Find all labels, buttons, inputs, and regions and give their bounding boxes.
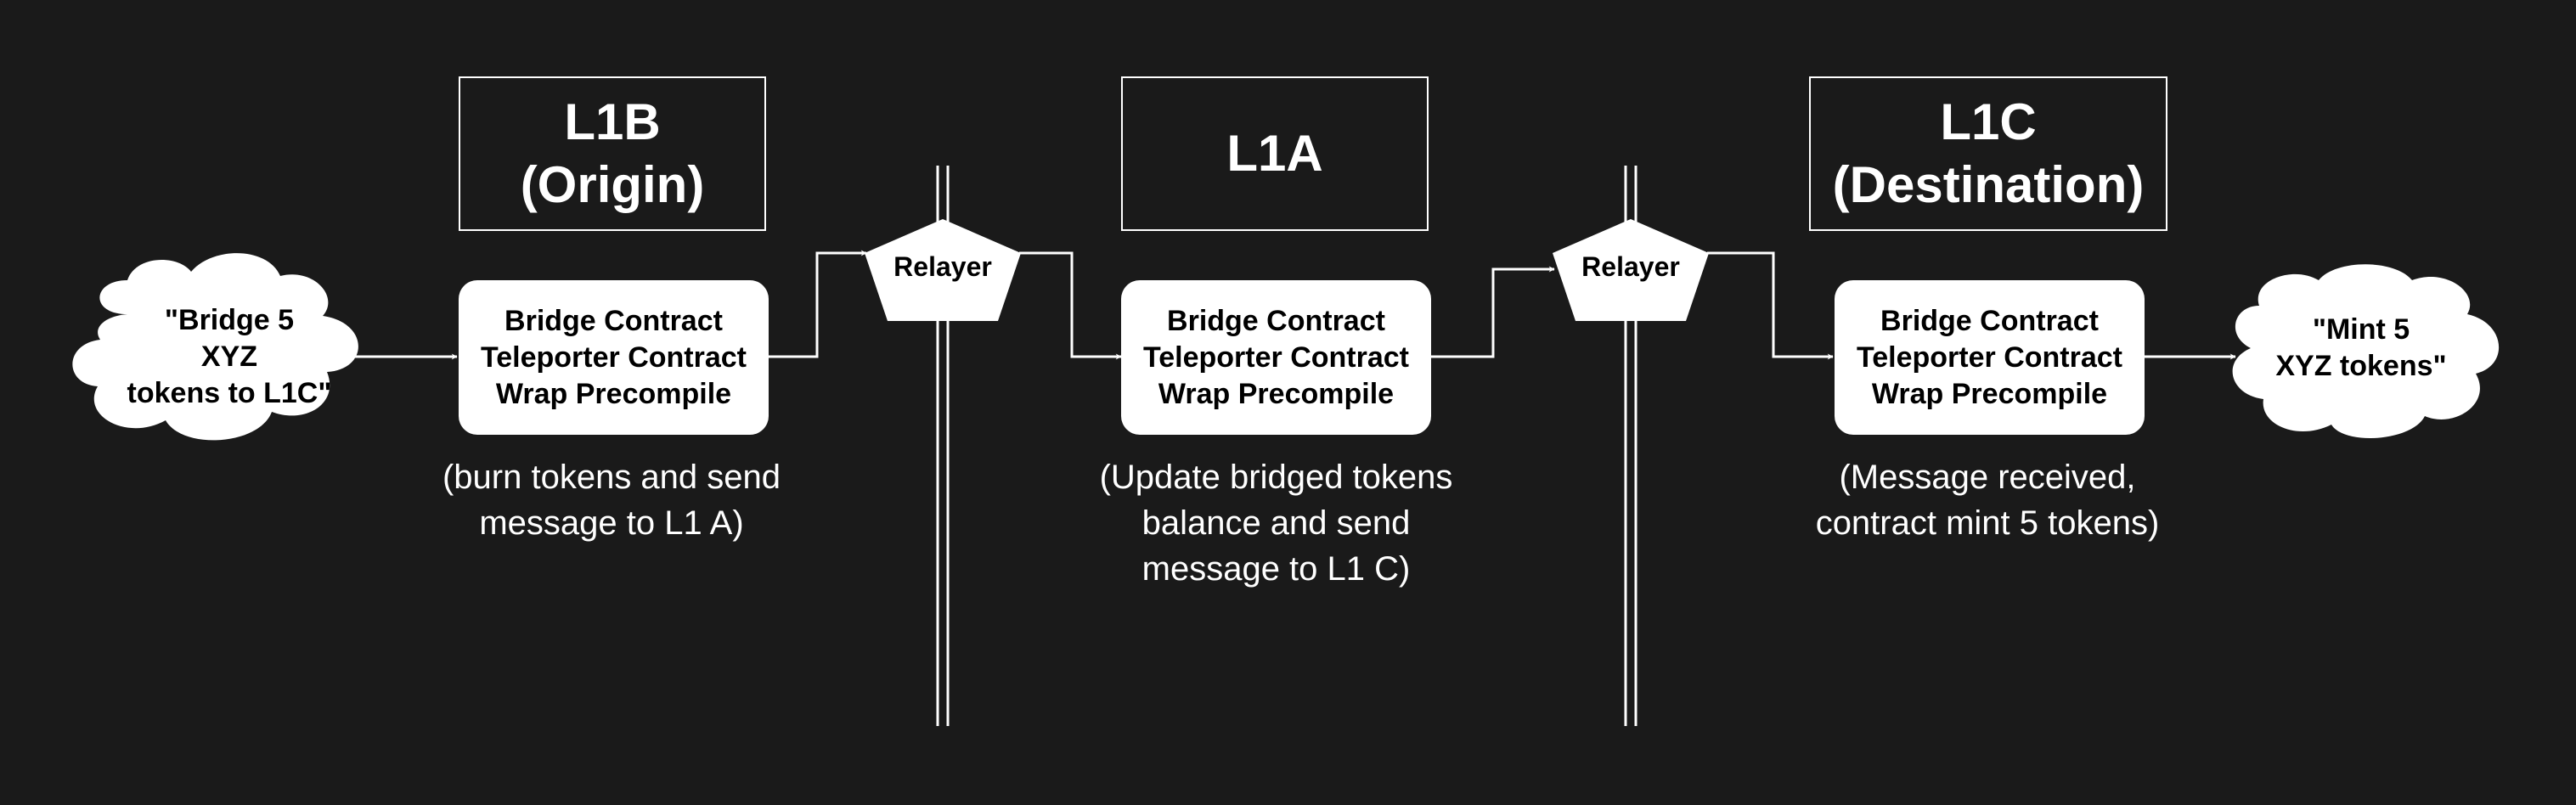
chain-l1c-contracts: Bridge Contract Teleporter Contract Wrap… [1835, 280, 2145, 435]
chain-l1c-title: L1C (Destination) [1809, 76, 2167, 231]
end-cloud-shape [2232, 264, 2500, 439]
chain-l1a-caption: (Update bridged tokens balance and send … [1099, 459, 1453, 588]
wrap-precompile-label: Wrap Precompile [1158, 377, 1395, 410]
chain-l1c-caption: (Message received, contract mint 5 token… [1815, 459, 2160, 542]
bridge-contract-label: Bridge Contract [1167, 304, 1385, 337]
teleporter-contract-label: Teleporter Contract [481, 341, 747, 374]
teleporter-contract-label: Teleporter Contract [1857, 341, 2122, 374]
arrow-relayer-2-to-l1c [1707, 251, 1834, 360]
chain-l1a-title: L1A [1121, 76, 1429, 231]
start-cloud-notch [119, 302, 138, 311]
chain-l1b-contracts: Bridge Contract Teleporter Contract Wrap… [459, 280, 769, 435]
wrap-precompile-label: Wrap Precompile [495, 377, 732, 410]
end-cloud-text: "Mint 5 XYZ tokens" [2275, 313, 2447, 382]
chain-l1b-title: L1B (Origin) [459, 76, 766, 231]
start-cloud-text: "Bridge 5 XYZ tokens to L1C" [127, 303, 332, 409]
bridge-contract-label: Bridge Contract [504, 304, 723, 337]
chain-l1b-caption: (burn tokens and send message to L1 A) [442, 459, 781, 542]
start-cloud-shape [72, 253, 358, 441]
arrow-relayer-1-to-l1a [1019, 251, 1122, 360]
relayer-1-label: Relayer [893, 251, 992, 282]
arrow-l1b-to-relayer-1 [769, 250, 867, 358]
relayer-2-shape [1553, 219, 1709, 321]
relayer-1-shape [865, 219, 1021, 321]
chain-l1a-contracts: Bridge Contract Teleporter Contract Wrap… [1121, 280, 1431, 435]
wrap-precompile-label: Wrap Precompile [1871, 377, 2108, 410]
arrow-l1a-to-relayer-2 [1431, 266, 1555, 358]
relayer-2-label: Relayer [1581, 251, 1680, 282]
teleporter-contract-label: Teleporter Contract [1143, 341, 1409, 374]
bridge-contract-label: Bridge Contract [1880, 304, 2099, 337]
